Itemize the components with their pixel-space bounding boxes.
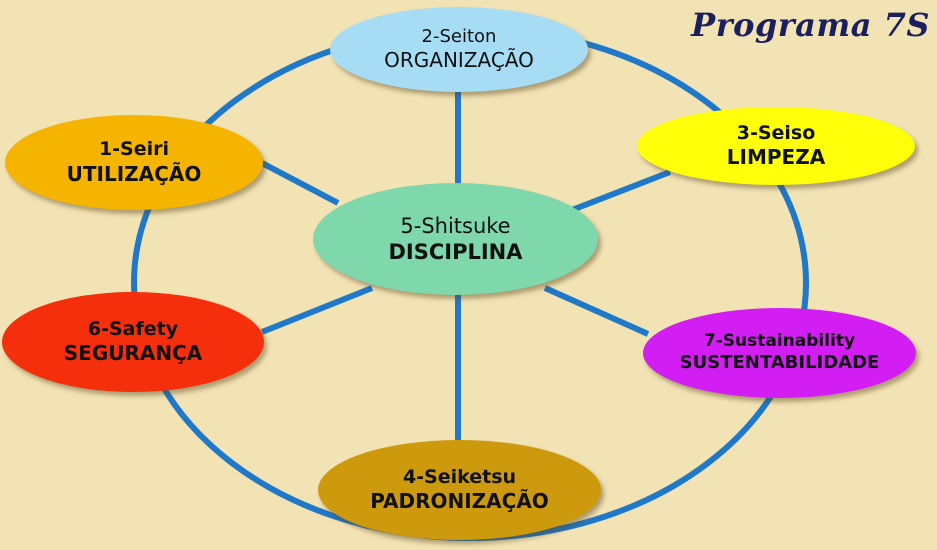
spoke-sustain <box>543 285 650 337</box>
node-shitsuke: 5-Shitsuke DISCIPLINA <box>313 183 598 295</box>
node-code: 7-Sustainability <box>703 331 856 352</box>
node-sustainability: 7-Sustainability SUSTENTABILIDADE <box>643 308 916 398</box>
node-code: 6-Safety <box>87 317 179 340</box>
node-seiso: 3-Seiso LIMPEZA <box>637 107 915 185</box>
spoke-safety <box>260 285 374 335</box>
node-seiton: 2-Seiton ORGANIZAÇÃO <box>330 7 588 92</box>
node-code: 3-Seiso <box>736 121 816 144</box>
node-name: UTILIZAÇÃO <box>66 161 202 186</box>
node-name: DISCIPLINA <box>388 240 523 264</box>
node-seiri: 1-Seiri UTILIZAÇÃO <box>5 115 263 210</box>
node-code: 4-Seiketsu <box>402 465 517 488</box>
spoke-seiri <box>260 160 340 206</box>
node-name: PADRONIZAÇÃO <box>370 489 549 514</box>
node-seiketsu: 4-Seiketsu PADRONIZAÇÃO <box>318 440 601 540</box>
node-name: LIMPEZA <box>726 145 826 170</box>
node-name: SUSTENTABILIDADE <box>679 352 880 374</box>
node-code: 2-Seiton <box>421 25 497 47</box>
node-name: SEGURANÇA <box>63 341 203 366</box>
node-name: ORGANIZAÇÃO <box>384 48 534 73</box>
diagram-title: Programa 7S <box>691 6 930 44</box>
node-code: 5-Shitsuke <box>400 213 511 238</box>
node-safety: 6-Safety SEGURANÇA <box>2 292 264 392</box>
node-code: 1-Seiri <box>98 138 170 161</box>
spoke-seiso <box>570 169 672 213</box>
